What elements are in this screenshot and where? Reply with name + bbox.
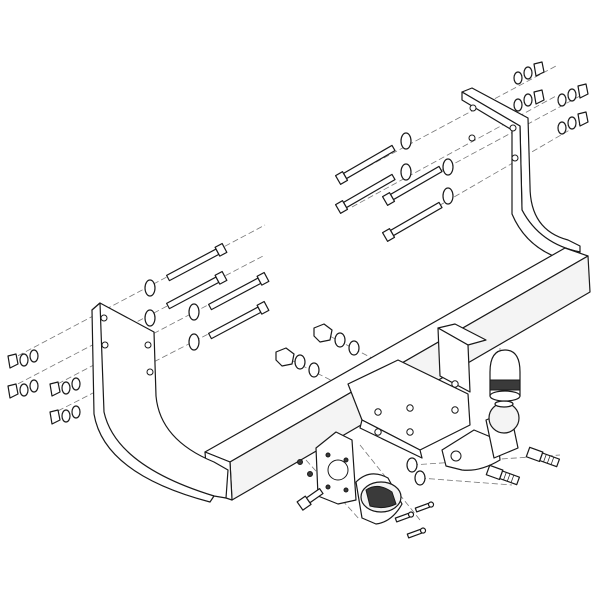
right-bracket-bolts	[334, 144, 443, 242]
ball-cover-cap	[489, 349, 521, 402]
left-bracket-bolts	[165, 242, 270, 340]
tow-ball-assembly	[441, 400, 520, 471]
socket-small-nuts	[297, 459, 313, 477]
left-mounting-bracket	[91, 302, 229, 503]
right-bracket-nuts	[513, 61, 589, 135]
centre-plate-nuts	[275, 323, 360, 378]
right-mounting-bracket	[461, 87, 581, 263]
tow-ball-bolts	[485, 446, 561, 486]
socket-screws	[394, 501, 435, 539]
electrical-socket	[355, 473, 403, 525]
left-bracket-washers	[144, 279, 200, 351]
left-bracket-nuts	[7, 349, 81, 425]
socket-bracket	[315, 431, 357, 505]
tow-ball-washers	[406, 457, 426, 486]
right-bracket-washers	[400, 132, 454, 205]
socket-bracket-bolt	[296, 488, 324, 511]
centre-mounting-plate	[347, 323, 487, 459]
